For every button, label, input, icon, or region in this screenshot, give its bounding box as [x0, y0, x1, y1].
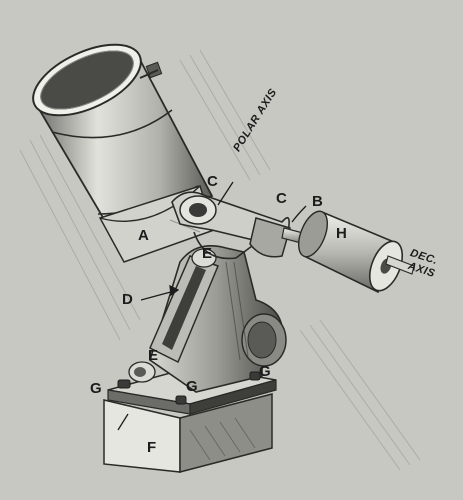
- label-g-right: G: [259, 363, 271, 380]
- label-b: B: [312, 193, 323, 210]
- label-g-left: G: [90, 380, 102, 397]
- label-h: H: [336, 225, 347, 242]
- leader-lines: [117, 181, 307, 431]
- counterweight: [297, 210, 415, 294]
- label-g-middle: G: [186, 378, 198, 395]
- telescope-tube: [32, 43, 214, 228]
- pedestal-block: [103, 393, 273, 473]
- slot-bar: [128, 248, 219, 383]
- label-f: F: [147, 439, 157, 456]
- label-a: A: [138, 227, 149, 244]
- label-d: D: [122, 291, 133, 308]
- background-hatching: [19, 49, 421, 471]
- yoke-fork: [171, 191, 291, 260]
- leveling-screws: [117, 371, 261, 405]
- label-e-top: E: [202, 245, 213, 262]
- label-e-bottom: E: [148, 347, 159, 364]
- label-c-right: C: [276, 190, 287, 207]
- label-c-left: C: [207, 173, 218, 190]
